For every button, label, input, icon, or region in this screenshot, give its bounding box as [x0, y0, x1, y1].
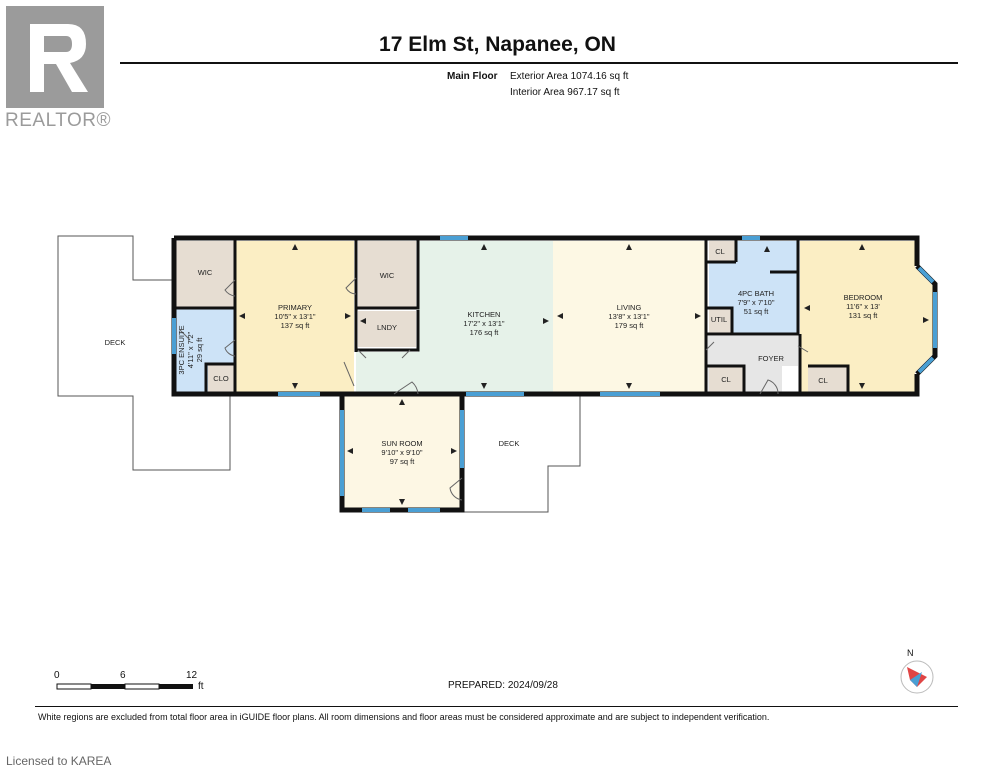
floor-label: Main Floor: [447, 71, 498, 82]
util-label: UTIL: [711, 315, 727, 324]
cl-bath-fill: [709, 241, 735, 262]
primary-name: PRIMARY: [278, 303, 312, 312]
sunroom-area: 97 sq ft: [390, 457, 416, 466]
bedroom-area: 131 sq ft: [849, 311, 879, 320]
clo-fill: [208, 364, 234, 392]
interior-area: Interior Area 967.17 sq ft: [510, 87, 620, 98]
wic2-fill: [358, 241, 416, 307]
scale-label-6: 6: [120, 670, 126, 681]
living-dims: 13'8" x 13'1": [608, 312, 649, 321]
ensuite-dims: 4'11" x 7'2": [186, 331, 195, 368]
bath4-dims: 7'9" x 7'10": [738, 298, 775, 307]
dimension-markers: [239, 244, 929, 505]
disclaimer-text: White regions are excluded from total fl…: [38, 712, 770, 722]
page-title: 17 Elm St, Napanee, ON: [379, 33, 616, 56]
kitchen-name: KITCHEN: [468, 310, 501, 319]
clo-label: CLO: [213, 374, 229, 383]
realtor-r-icon: [6, 6, 104, 108]
primary-area: 137 sq ft: [281, 321, 311, 330]
ensuite-area: 29 sq ft: [195, 337, 204, 363]
bedroom-name: BEDROOM: [844, 293, 883, 302]
wic2-label: WIC: [380, 271, 395, 280]
wic1-label: WIC: [198, 268, 213, 277]
cl-foyer-label: CL: [721, 375, 731, 384]
cl-bedroom-label: CL: [818, 376, 828, 385]
living-name: LIVING: [617, 303, 642, 312]
windows: [172, 236, 937, 512]
ensuite-name: 3PC ENSUITE: [177, 325, 186, 374]
laundry-fill: [358, 311, 416, 347]
compass-north-label: N: [907, 648, 914, 658]
deck-left-label: DECK: [105, 338, 126, 347]
wic1-fill: [176, 241, 234, 307]
scale-unit: ft: [198, 681, 204, 692]
sunroom-fill: [344, 396, 460, 508]
title-divider: [120, 62, 958, 64]
scale-label-0: 0: [54, 670, 60, 681]
primary-dims: 10'5" x 13'1": [274, 312, 315, 321]
interior-walls: [176, 240, 850, 394]
cl-bath-label: CL: [715, 247, 725, 256]
bedroom-dims: 11'6" x 13': [846, 302, 880, 311]
scale-bar: [56, 683, 193, 690]
cl-bedroom-fill: [808, 366, 848, 392]
realtor-logo-text: REALTOR®: [5, 110, 111, 131]
kitchen-area: 176 sq ft: [470, 328, 500, 337]
exterior-area: Exterior Area 1074.16 sq ft: [510, 71, 629, 82]
license-watermark: Licensed to KAREA: [6, 754, 112, 768]
prepared-date: PREPARED: 2024/09/28: [448, 680, 558, 691]
living-fill: [553, 241, 705, 392]
primary-fill: [236, 241, 354, 392]
util-fill: [709, 308, 731, 334]
compass-icon: [900, 660, 934, 694]
bath4-name: 4PC BATH: [738, 289, 774, 298]
kitchen-dims: 17'2" x 13'1": [463, 319, 504, 328]
sunroom-dims: 9'10" x 9'10": [381, 448, 422, 457]
laundry-label: LNDY: [377, 323, 397, 332]
deck-mid-shape: [461, 393, 581, 513]
living-area: 179 sq ft: [615, 321, 645, 330]
realtor-logo-mark: [6, 6, 104, 108]
scale-label-12: 12: [186, 670, 198, 681]
bedroom-fill: [800, 241, 933, 392]
door-swings: [179, 277, 809, 501]
footer-divider: [35, 706, 958, 707]
cl-foyer-fill: [709, 366, 743, 392]
sunroom-name: SUN ROOM: [381, 439, 422, 448]
deck-mid-label: DECK: [499, 439, 520, 448]
deck-left-shape: [57, 235, 231, 471]
foyer-label: FOYER: [758, 354, 784, 363]
bath4-area: 51 sq ft: [744, 307, 770, 316]
